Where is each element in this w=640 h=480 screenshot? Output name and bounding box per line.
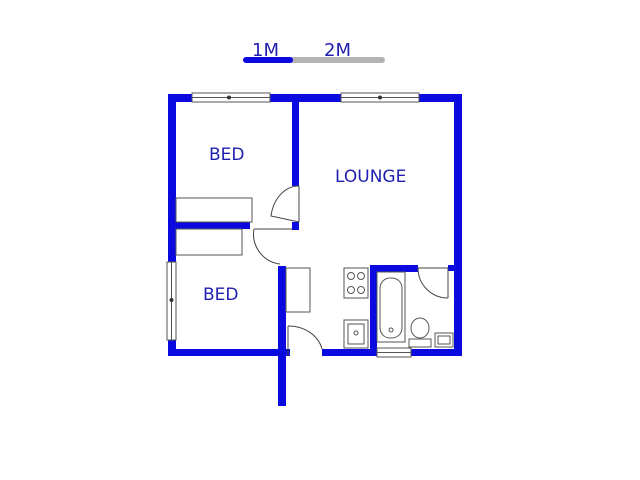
- window-bathroom: [376, 347, 412, 358]
- toilet-icon: [408, 317, 432, 348]
- door-bottom-bedroom: [253, 228, 292, 265]
- cupboard-top-bed: [175, 197, 253, 223]
- room-label-bed-top: BED: [209, 145, 245, 165]
- walls: [168, 94, 462, 406]
- wall-bottom-left: [168, 349, 290, 356]
- windows: [166, 92, 420, 358]
- bathtub-icon: [376, 271, 406, 343]
- cupboards: [175, 197, 311, 313]
- stove-icon: [343, 267, 369, 299]
- wall-passage: [278, 266, 286, 406]
- wall-bath-top: [370, 265, 418, 272]
- cupboard-passage: [285, 267, 311, 313]
- wall-top: [168, 94, 462, 102]
- scale-bar: 1M 2M: [243, 40, 385, 63]
- door-bathroom: [417, 267, 449, 299]
- bathroom: [376, 271, 454, 348]
- doors: [253, 185, 449, 356]
- sink-icon: [343, 319, 369, 349]
- door-entrance: [287, 325, 323, 356]
- window-top-left: [191, 92, 271, 103]
- scale-label-1m: 1M: [252, 40, 279, 61]
- wall-bath-right-stub: [448, 265, 456, 271]
- wall-bath-left: [370, 265, 377, 353]
- room-label-bed-bottom: BED: [203, 285, 239, 305]
- door-top-bedroom: [270, 185, 300, 223]
- wall-between-beds: [172, 222, 250, 229]
- cupboard-bottom-bed: [175, 228, 243, 256]
- wall-right: [454, 94, 462, 356]
- window-top-right: [340, 92, 420, 103]
- scale-label-2m: 2M: [324, 40, 351, 61]
- room-label-lounge: LOUNGE: [335, 167, 406, 187]
- window-left: [166, 261, 177, 341]
- wall-bed-lounge: [292, 98, 299, 186]
- wall-stub-door: [292, 222, 299, 230]
- kitchen: [343, 267, 369, 349]
- basin-icon: [434, 332, 454, 348]
